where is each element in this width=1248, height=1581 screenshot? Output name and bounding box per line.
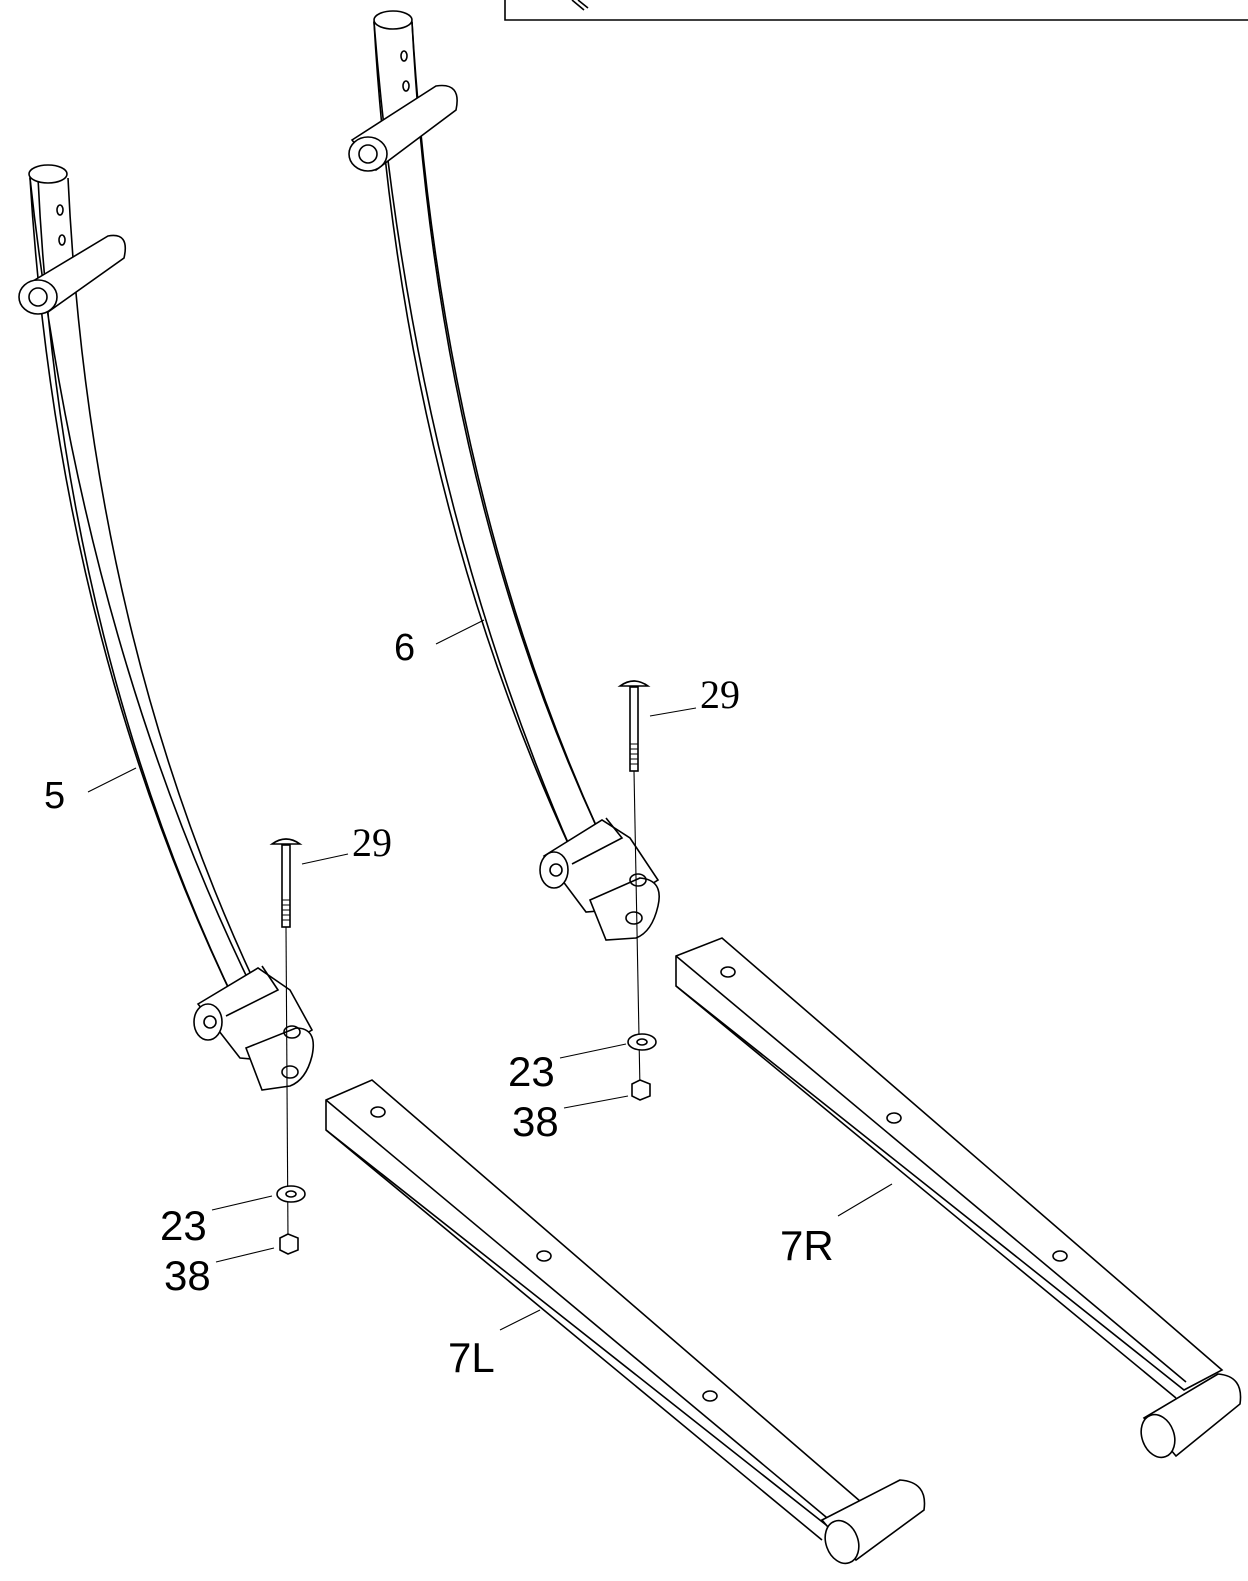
left-washer [276,1185,306,1203]
callout-nut-left: 38 [164,1252,211,1299]
callout-rail-right: 7R [780,1222,834,1269]
left-curved-tube [18,164,263,1010]
inset-frame [504,0,1248,21]
callout-tube-right: 6 [394,627,415,669]
right-hinge-bracket [539,817,660,941]
callout-nut-right: 38 [512,1098,559,1145]
callout-bolt-left: 29 [352,820,392,865]
callout-rail-left: 7L [448,1334,495,1381]
left-nut [279,1233,299,1255]
callout-tube-left: 5 [44,775,65,817]
left-base-rail [325,1079,926,1565]
callout-bolt-right: 29 [700,672,740,717]
callout-washer-left: 23 [160,1202,207,1249]
right-nut [631,1079,651,1101]
left-hinge-bracket [193,965,315,1091]
callout-washer-right: 23 [508,1048,555,1095]
right-washer [627,1033,657,1051]
leader-lines [87,619,893,1331]
right-base-rail [675,937,1242,1459]
right-curved-tube [348,10,599,854]
